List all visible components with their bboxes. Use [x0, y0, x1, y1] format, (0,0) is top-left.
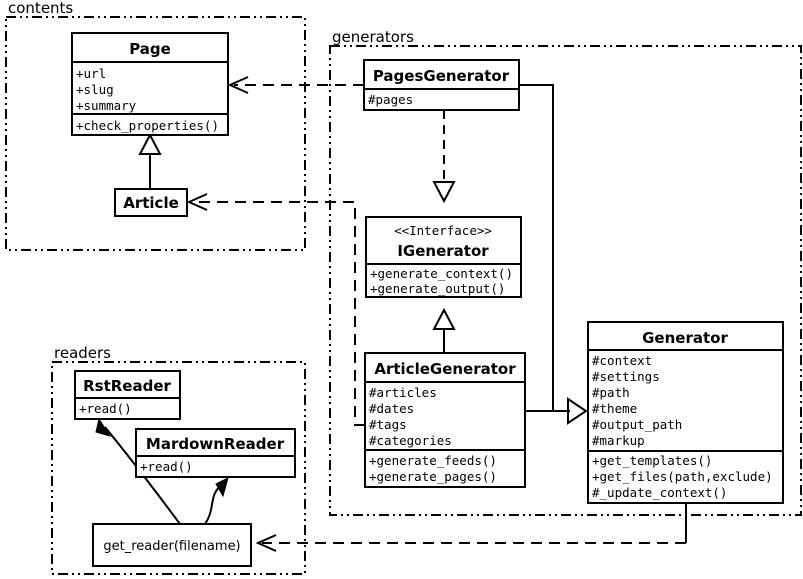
class-igenerator-name: IGenerator	[397, 242, 489, 260]
class-igenerator-method: +generate_output()	[370, 281, 505, 296]
class-generator-method: #_update_context()	[592, 485, 727, 500]
class-mardownreader-method: +read()	[140, 459, 193, 474]
class-generator-attribute: #settings	[592, 369, 660, 384]
class-igenerator-method: +generate_context()	[370, 266, 513, 281]
class-article[interactable]: Article	[114, 188, 188, 217]
class-pagesgenerator-attribute: #pages	[368, 92, 413, 107]
function-get-reader-box	[92, 523, 252, 567]
class-igenerator[interactable]: <<Interface>> IGenerator +generate_conte…	[365, 216, 522, 298]
open-arrow-head-icon	[186, 193, 208, 211]
class-articlegenerator-method: +generate_pages()	[369, 469, 497, 484]
function-get-reader[interactable]: get_reader(filename)	[92, 523, 252, 567]
hollow-triangle-head-icon	[432, 307, 456, 330]
class-generator-attribute: #markup	[592, 433, 645, 448]
edge-line	[104, 426, 181, 525]
package-readers-border	[51, 361, 306, 575]
class-page-box	[71, 32, 229, 136]
filled-arrow-head-icon	[95, 417, 112, 437]
class-igenerator-box	[365, 216, 522, 298]
class-article-box	[114, 188, 188, 217]
edge-generator-to-getreader	[255, 503, 687, 552]
edge-pagesgenerator-to-igenerator	[432, 110, 456, 204]
class-pagesgenerator[interactable]: PagesGenerator #pages	[363, 59, 520, 111]
class-generator-attribute: #path	[592, 385, 630, 400]
class-page-name: Page	[129, 40, 171, 58]
class-articlegenerator-name: ArticleGenerator	[374, 360, 516, 378]
class-articlegenerator[interactable]: ArticleGenerator #articles #dates #tags …	[364, 352, 526, 488]
class-igenerator-stereotype: <<Interface>>	[394, 223, 492, 238]
edge-pagesgenerator-to-generator	[519, 84, 588, 425]
class-articlegenerator-attribute: #tags	[369, 417, 407, 432]
class-generator-box	[587, 321, 784, 504]
class-page-attribute: +url	[76, 66, 106, 81]
edge-line	[193, 201, 365, 426]
class-page-method: +check_properties()	[76, 118, 219, 133]
package-generators-label: generators	[332, 28, 414, 46]
hollow-arrow-head-icon	[567, 397, 588, 425]
class-articlegenerator-attribute: #articles	[369, 385, 437, 400]
package-generators: generators	[329, 28, 802, 516]
class-mardownreader-name: MardownReader	[146, 435, 285, 453]
class-generator-attribute: #context	[592, 353, 652, 368]
class-generator-attribute: #theme	[592, 401, 637, 416]
class-generator-name: Generator	[642, 329, 728, 347]
class-rstreader-box	[74, 370, 181, 420]
open-arrow-head-icon	[255, 534, 277, 552]
edge-articlegenerator-to-igenerator	[432, 307, 456, 353]
open-arrow-head-icon	[227, 76, 249, 94]
class-articlegenerator-method: +generate_feeds()	[369, 453, 497, 468]
class-articlegenerator-attribute: #dates	[369, 401, 414, 416]
class-pagesgenerator-name: PagesGenerator	[373, 67, 510, 85]
package-contents: contents	[5, 0, 306, 251]
class-generator-method: +get_files(path,exclude)	[592, 469, 773, 484]
edge-pagesgenerator-to-page	[227, 76, 364, 94]
class-article-name: Article	[123, 194, 179, 212]
class-page-attribute: +summary	[76, 98, 137, 113]
edge-article-to-page	[138, 132, 162, 189]
class-mardownreader-box	[135, 428, 296, 478]
edge-articlegenerator-to-article	[186, 193, 365, 426]
package-contents-label: contents	[8, 0, 73, 17]
class-pagesgenerator-box	[363, 59, 520, 111]
package-readers-label: readers	[54, 344, 111, 362]
class-articlegenerator-box	[364, 352, 526, 488]
package-generators-border	[329, 45, 802, 516]
function-get-reader-label: get_reader(filename)	[103, 539, 240, 554]
edge-getreader-to-rstreader	[95, 417, 181, 525]
hollow-triangle-head-icon	[432, 181, 456, 204]
class-generator[interactable]: Generator #context #settings #path #them…	[587, 321, 784, 504]
class-page[interactable]: Page +url +slug +summary +check_properti…	[71, 32, 229, 136]
filled-arrow-head-icon	[215, 477, 229, 498]
class-rstreader[interactable]: RstReader +read()	[74, 370, 181, 420]
edge-line	[519, 84, 570, 412]
class-mardownreader[interactable]: MardownReader +read()	[135, 428, 296, 478]
package-readers: readers	[51, 344, 306, 575]
class-generator-attribute: #output_path	[592, 417, 682, 432]
edge-getreader-to-mardownreader	[204, 477, 229, 525]
class-generator-method: +get_templates()	[592, 453, 712, 468]
class-articlegenerator-attribute: #categories	[369, 433, 452, 448]
class-page-attribute: +slug	[76, 82, 114, 97]
class-rstreader-method: +read()	[79, 401, 132, 416]
class-rstreader-name: RstReader	[83, 377, 171, 395]
hollow-triangle-head-icon	[138, 132, 162, 155]
